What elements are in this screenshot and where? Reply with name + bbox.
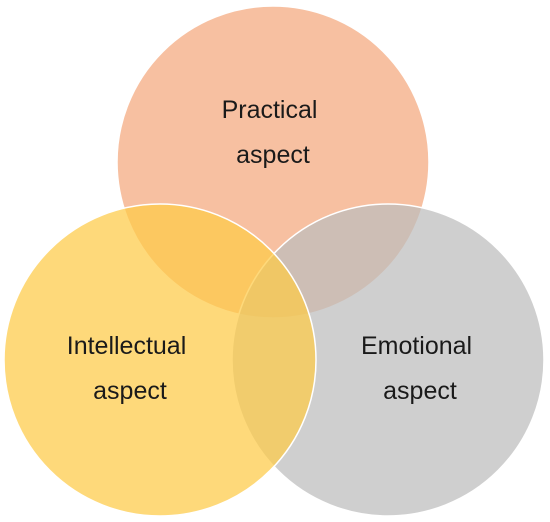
emotional-label-line2: aspect bbox=[383, 377, 457, 405]
practical-label-line1: Practical bbox=[222, 96, 318, 124]
intellectual-label-line2: aspect bbox=[93, 377, 167, 405]
intellectual-label-line1: Intellectual bbox=[67, 332, 187, 360]
emotional-aspect-label: Emotional aspect bbox=[361, 332, 479, 405]
practical-aspect-label: Practical aspect bbox=[222, 96, 325, 169]
intellectual-aspect-circle bbox=[3, 203, 317, 517]
intellectual-aspect-label: Intellectual aspect bbox=[67, 332, 193, 405]
emotional-label-line1: Emotional bbox=[361, 332, 472, 360]
practical-label-line2: aspect bbox=[236, 141, 310, 169]
